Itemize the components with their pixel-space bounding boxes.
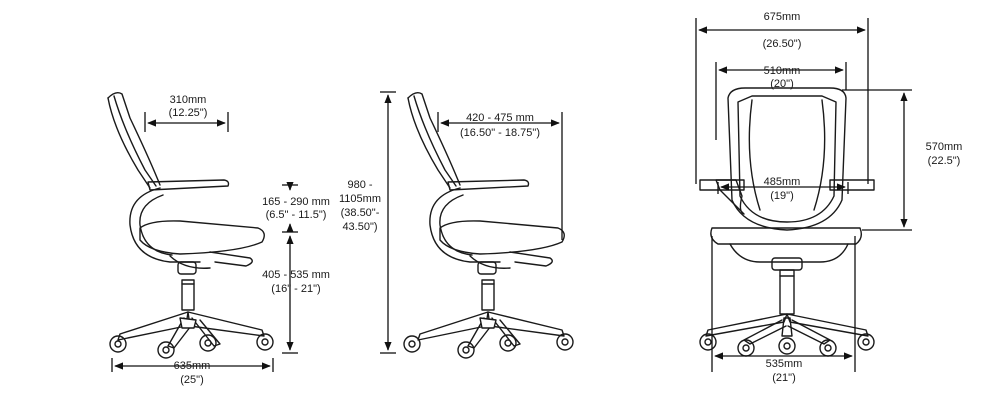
label-seat-height-mm: 405 - 535 mm	[262, 269, 330, 281]
armrest	[147, 179, 230, 191]
label-arm-height-mm: 165 - 290 mm	[262, 196, 330, 208]
chair-side-view-2	[403, 91, 574, 359]
label-back-height-in: (22.5")	[928, 155, 961, 167]
label-base-width-mm: 635mm	[174, 360, 211, 372]
label-back-depth-mm: 310mm	[170, 94, 207, 106]
base-leg	[117, 311, 189, 341]
backrest-frame	[107, 91, 161, 186]
gas-lift	[181, 279, 195, 311]
chair-side-view	[107, 91, 274, 359]
label-overall-width-in: (26.50")	[763, 38, 802, 50]
label-between-arms-in: (19")	[770, 190, 793, 202]
label-total-height-l3: (38.50"-	[341, 207, 380, 219]
seat	[139, 220, 265, 255]
label-seat-depth-mm: 420 - 475 mm	[466, 112, 534, 124]
chair-front-view	[699, 87, 875, 357]
label-between-arms-mm: 485mm	[764, 176, 801, 188]
label-seat-height-in: (16" - 21")	[271, 283, 320, 295]
label-back-depth-in: (12.25")	[169, 107, 208, 119]
caster	[109, 335, 127, 353]
back-loop	[129, 187, 201, 263]
seat-2	[439, 220, 565, 255]
label-seat-depth-in: (16.50" - 18.75")	[460, 127, 540, 139]
label-base-width-in: (25")	[180, 374, 203, 386]
label-total-height-l4: 43.50")	[342, 221, 377, 233]
label-total-height-l2: 1105mm	[339, 193, 381, 205]
dimension-labels: 310mm (12.25") 165 - 290 mm (6.5" - 11.5…	[169, 11, 963, 386]
label-back-width-in: (20")	[770, 78, 793, 90]
caster-front	[699, 333, 717, 351]
label-seat-width-in: (21")	[772, 372, 795, 384]
backrest-front	[727, 87, 847, 231]
label-overall-width-mm: 675mm	[764, 11, 801, 23]
label-arm-height-in: (6.5" - 11.5")	[266, 209, 327, 221]
label-back-height-mm: 570mm	[926, 141, 963, 153]
dimension-lines	[111, 18, 912, 372]
label-seat-width-mm: 535mm	[766, 358, 803, 370]
label-total-height-l1: 980 -	[347, 179, 372, 191]
seat-front	[710, 227, 863, 245]
backrest-frame-2	[407, 91, 461, 186]
label-back-width-mm: 510mm	[764, 65, 801, 77]
left-arm	[715, 179, 745, 215]
